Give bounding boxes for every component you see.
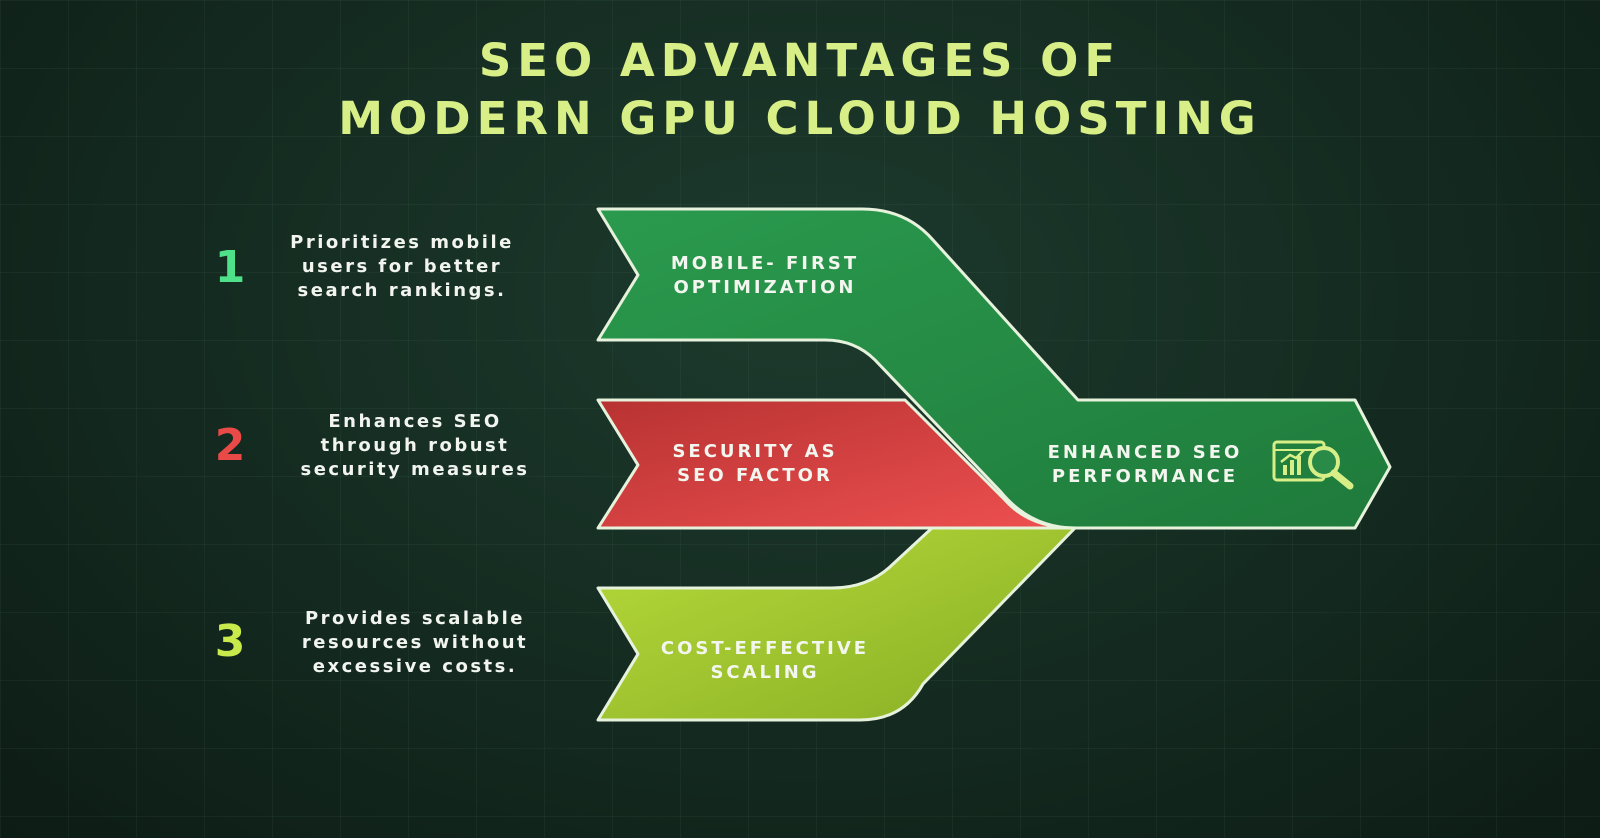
step-number-2: 2 [214,420,246,471]
label-mobile-first-optimization: MOBILE- FIRST OPTIMIZATION [670,253,860,298]
label-security-seo-factor: SECURITY AS SEO FACTOR [672,441,838,486]
step-description-1: Prioritizes mobile users for better sear… [290,232,514,301]
page-title-line-2: MODERN GPU CLOUD HOSTING [338,92,1262,145]
seo-analytics-magnifier-icon [1272,440,1354,490]
label-cost-effective-scaling: COST-EFFECTIVE SCALING [660,638,870,683]
arrow-security-seo-factor [596,398,1077,530]
step-description-3: Provides scalable resources without exce… [301,608,529,677]
step-description-2: Enhances SEO through robust security mea… [300,411,530,480]
page-title-line-1: SEO ADVANTAGES OF [478,34,1122,87]
label-enhanced-seo-performance: ENHANCED SEO PERFORMANCE [1047,442,1243,487]
step-number-3: 3 [214,616,246,667]
step-number-1: 1 [214,242,246,293]
arrow-cost-effective-scaling [596,526,1077,722]
